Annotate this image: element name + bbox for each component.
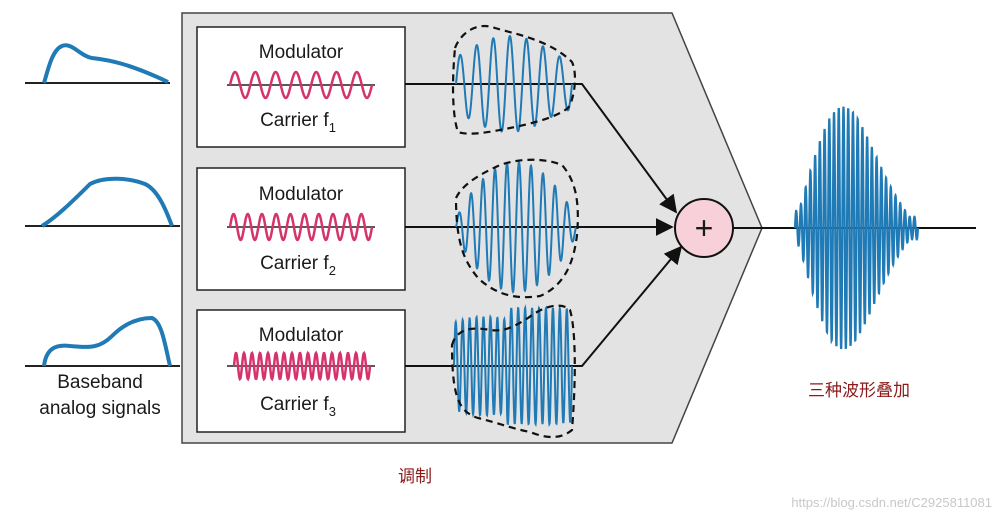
modulator-box-2: Modulator Carrier f2 [196,167,406,291]
modulator-box-3: Modulator Carrier f3 [196,309,406,433]
baseband-label-line2: analog signals [39,398,160,419]
superposition-annotation: 三种波形叠加 [808,381,910,401]
baseband-signal-3 [25,315,180,367]
carrier-label-1: Carrier f1 [260,110,336,135]
modulated-wave-1 [455,35,573,133]
superposed-wave [793,106,920,350]
modulator-title: Modulator [259,42,344,63]
carrier-label-2: Carrier f2 [260,253,336,278]
carrier-label-3: Carrier f3 [260,394,336,419]
modulated-wave-path-3 [453,304,573,428]
envelope-3 [450,304,576,439]
modulated-wave-2 [455,160,577,294]
watermark: https://blog.csdn.net/C2925811081 [791,495,992,510]
envelope-1 [451,24,577,135]
baseband-signal-2 [25,176,180,228]
carrier-wave-2 [228,212,374,242]
baseband-signal-1 [25,43,170,84]
modulator-title: Modulator [259,184,344,205]
summing-junction: + [674,198,734,258]
plus-icon: + [695,210,714,246]
envelope-2 [454,158,579,299]
modulated-wave-path-1 [455,35,573,133]
modulated-wave-path-2 [455,160,577,294]
carrier-wave-1 [228,70,374,100]
superposed-wave-path [793,106,920,350]
carrier-wave-3 [232,350,372,382]
modulated-wave-3 [453,304,573,428]
baseband-label-line1: Baseband [57,372,143,393]
modulator-box-1: Modulator Carrier f1 [196,26,406,148]
modulator-title: Modulator [259,325,344,346]
modulation-annotation: 调制 [398,467,432,487]
